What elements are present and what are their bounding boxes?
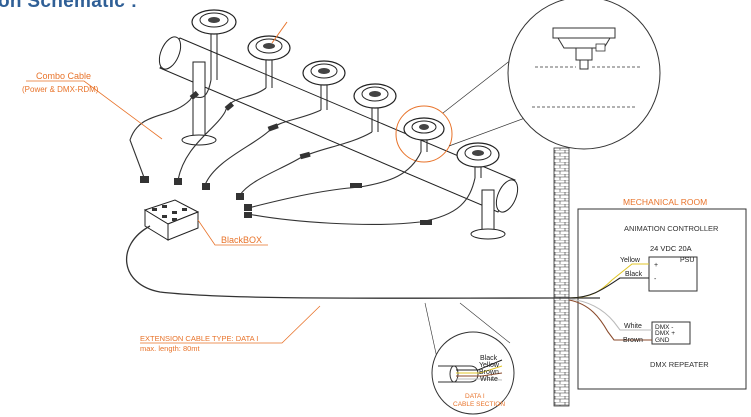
dmx-minus-label: DMX - <box>655 324 673 331</box>
page-title: on Schematic : <box>0 0 138 12</box>
combo-cable-label: Combo Cable <box>36 71 91 81</box>
mechanical-room-label: MECHANICAL ROOM <box>623 197 707 207</box>
extension-cable-label: EXTENSION CABLE TYPE: DATA I <box>140 334 258 343</box>
wire-brown-label: Brown <box>623 337 643 344</box>
main-pipe <box>158 36 519 213</box>
psu-label: PSU <box>680 257 694 264</box>
fixture-leader <box>271 21 288 44</box>
animation-controller-label: ANIMATION CONTROLLER <box>624 224 719 233</box>
section-brown-label: Brown <box>479 369 499 376</box>
dmx-repeater-label: DMX REPEATER <box>650 360 709 369</box>
blackbox-label: BlackBOX <box>221 235 262 245</box>
wire-yellow-label: Yellow <box>620 257 641 264</box>
psu-minus-label: - <box>654 276 657 283</box>
blackbox-leader <box>197 219 268 246</box>
detail-highlight-circle <box>395 105 453 163</box>
fixture-5 <box>403 117 445 141</box>
brick-wall <box>553 147 570 407</box>
fixture-6 <box>456 142 500 168</box>
cable-section-title: DATA I <box>465 393 485 400</box>
mechanical-room <box>577 208 747 390</box>
combo-cable-sublabel: (Power & DMX-RDM) <box>22 85 99 94</box>
support-stand-left <box>181 61 217 146</box>
wiring <box>568 263 652 341</box>
section-black-label: Black <box>480 355 498 362</box>
support-stand-right <box>470 189 506 240</box>
blackbox-unit <box>143 199 200 241</box>
fixture-4 <box>353 83 397 109</box>
dmx-repeater-box <box>651 321 691 345</box>
fixture-detail-zoom <box>507 0 661 150</box>
dmx-plus-label: DMX + <box>655 330 675 337</box>
fixture-2 <box>247 35 291 61</box>
cable-section-sub: CABLE SECTION <box>453 401 505 408</box>
fixture-3 <box>302 60 346 86</box>
section-white-label: White <box>480 376 498 383</box>
psu-plus-label: + <box>654 262 658 269</box>
extension-cable <box>125 225 600 299</box>
fixture-1 <box>191 9 237 35</box>
psu-box <box>648 256 698 292</box>
section-yellow-label: Yellow <box>479 362 500 369</box>
cable-connectors <box>140 90 432 225</box>
extension-cable-sublabel: max. length: 80mt <box>140 344 201 353</box>
psu-spec-label: 24 VDC 20A <box>650 244 692 253</box>
wire-black-label: Black <box>625 271 643 278</box>
gnd-label: GND <box>655 337 670 344</box>
wire-white-label: White <box>624 323 642 330</box>
extension-cable-leader <box>140 305 321 344</box>
combo-cable-leader <box>26 80 163 140</box>
cable-section-zoom <box>424 302 515 415</box>
